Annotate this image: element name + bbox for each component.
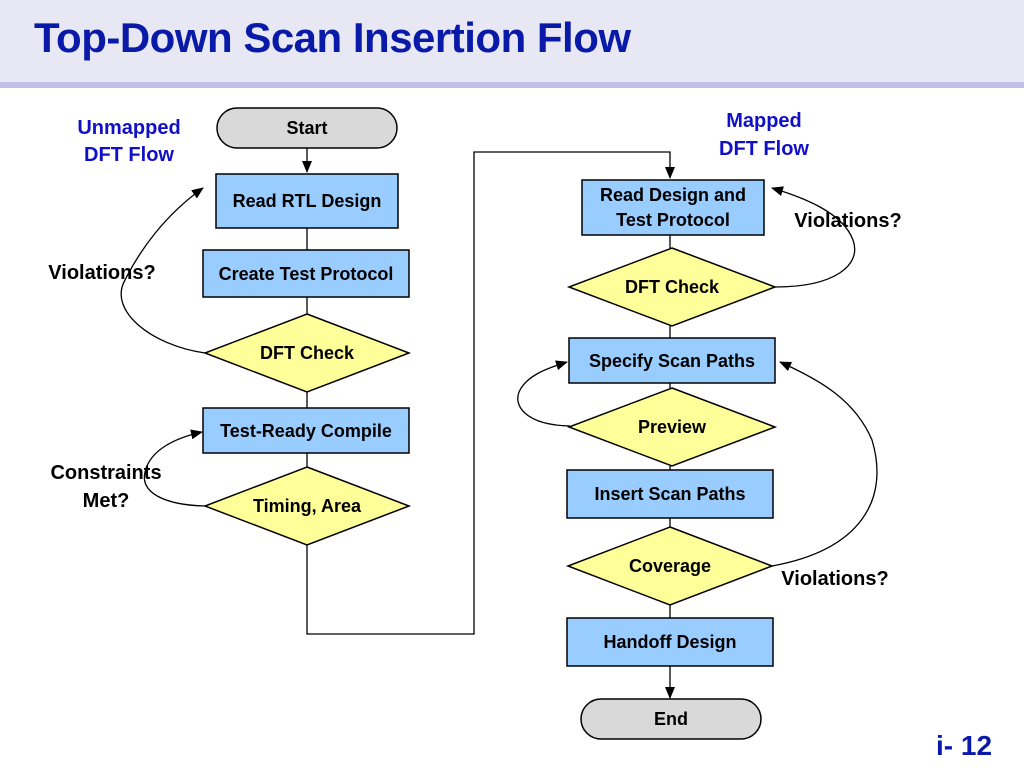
preview-decision [566,387,778,467]
coverage-label: Coverage [629,556,711,576]
mapped-flow-label-line2: DFT Flow [719,138,809,160]
dft-check-decision-right [566,247,778,327]
constraints-label-line2: Met? [83,490,130,512]
end-label: End [654,709,688,729]
read-rtl-box [215,173,399,229]
constraints-label-line1: Constraints [50,462,161,484]
violations-label-mapped-bottom: Violations? [781,568,888,590]
handoff-label: Handoff Design [604,632,737,652]
read-rtl-label: Read RTL Design [233,191,382,211]
insert-scan-label: Insert Scan Paths [594,484,745,504]
unmapped-flow-label-line1: Unmapped [77,117,180,139]
violations-label-unmapped: Violations? [48,262,155,284]
page-number: i- 12 [936,730,993,761]
timing-area-decision [202,466,412,546]
dft-check-label-left: DFT Check [260,343,355,363]
timing-area-label: Timing, Area [253,496,362,516]
specify-scan-box [568,337,776,384]
read-design-box [581,179,765,236]
insert-scan-box [566,469,774,519]
loop-constraints-met [143,429,206,507]
read-design-label-line1: Read Design and [600,185,746,205]
connector-timing-to-mapped-flow [306,151,675,635]
create-protocol-box [202,249,410,298]
loop-unmapped-violations [120,187,206,354]
compile-label: Test-Ready Compile [220,421,392,441]
title-underline [0,82,1024,88]
dft-check-decision-left [202,313,412,393]
dft-check-label-right: DFT Check [625,277,720,297]
title-bar [0,0,1024,82]
loop-coverage-violations [771,361,878,567]
unmapped-flow-label-line2: DFT Flow [84,144,174,166]
mapped-flow-label-line1: Mapped [726,110,802,132]
specify-scan-label: Specify Scan Paths [589,351,755,371]
loop-preview [517,360,571,427]
handoff-box [566,617,774,667]
preview-label: Preview [638,417,707,437]
coverage-decision [565,526,775,606]
page-title: Top-Down Scan Insertion Flow [34,14,631,61]
read-design-label-line2: Test Protocol [616,210,730,230]
loop-mapped-dft-violations [771,186,856,288]
create-protocol-label: Create Test Protocol [219,264,394,284]
start-terminal [216,107,398,149]
end-terminal [580,698,762,740]
start-label: Start [286,118,327,138]
compile-box [202,407,410,454]
violations-label-mapped-top: Violations? [794,210,901,232]
